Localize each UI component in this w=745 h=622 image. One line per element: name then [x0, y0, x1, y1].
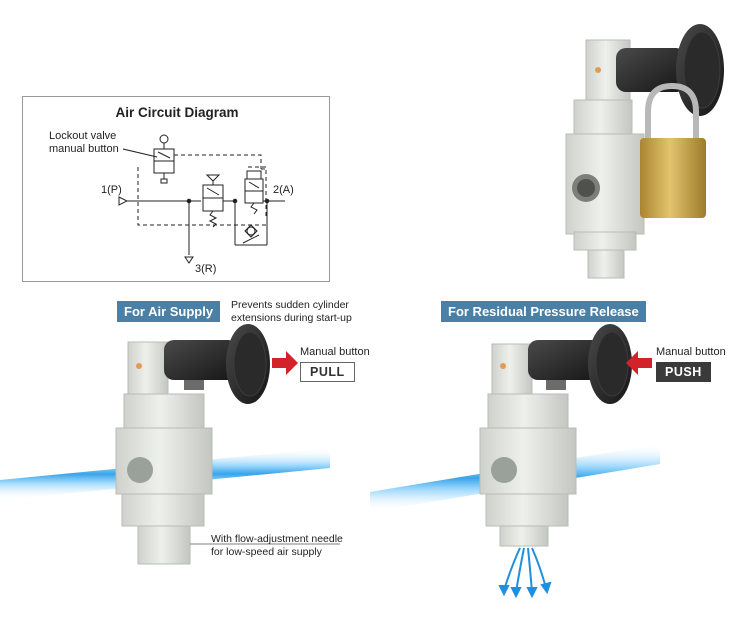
residual-release-badge: For Residual Pressure Release: [441, 301, 646, 322]
push-label: PUSH: [656, 362, 711, 382]
air-supply-valve-photo: [0, 324, 340, 565]
air-circuit-diagram: Air Circuit Diagram Lockout valve manual…: [22, 96, 330, 282]
red-arrow-icon: [272, 351, 298, 375]
port-r-label: 3(R): [195, 263, 217, 275]
circuit-symbols: [118, 134, 285, 264]
diagram-title: Air Circuit Diagram: [115, 105, 239, 120]
port-a-label: 2(A): [273, 184, 294, 196]
air-supply-description: Prevents sudden cylinder extensions duri…: [231, 299, 352, 324]
residual-release-manual-button-label: Manual button: [656, 346, 726, 358]
residual-release-valve-photo: [370, 324, 660, 547]
exhaust-arrows-icon: [498, 547, 552, 599]
air-supply-manual-button-label: Manual button: [300, 346, 370, 358]
flow-needle-note: With flow-adjustment needle for low-spee…: [211, 533, 343, 558]
red-arrow-icon: [626, 351, 652, 375]
pull-label: PULL: [300, 362, 355, 382]
lockout-valve-label: Lockout valve manual button: [49, 130, 119, 155]
port-p-label: 1(P): [101, 184, 122, 196]
air-supply-badge: For Air Supply: [117, 301, 221, 322]
valve-with-padlock-photo: [565, 24, 724, 279]
